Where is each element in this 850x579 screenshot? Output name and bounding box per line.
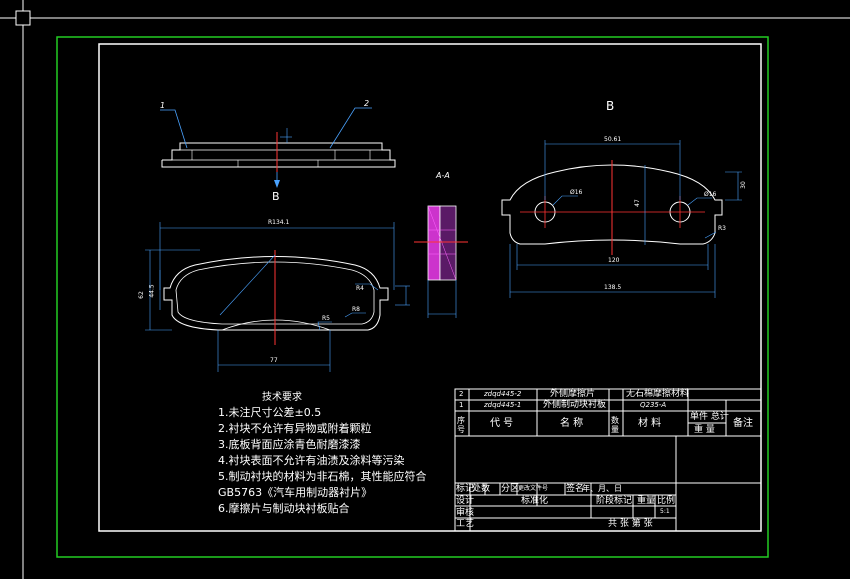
section-view	[414, 205, 468, 318]
dim-b-top-width: 50.61	[604, 136, 622, 143]
tb-review: 审核	[456, 508, 475, 518]
dim-b-right-height: 30	[739, 181, 747, 189]
tb-stage-mark: 阶段标记	[596, 496, 633, 506]
tech-item: 6.摩擦片与制动块衬板贴合	[218, 502, 350, 515]
tech-item: 4.衬块表面不允许有油渍及涂料等污染	[218, 454, 405, 467]
header-code: 代 号	[490, 418, 514, 429]
tb-date: 年、月、日	[582, 484, 622, 493]
tb-count: 处数	[472, 484, 491, 494]
tb-sheets: 共 张 第 张	[608, 519, 653, 529]
part-label-2: 2	[364, 99, 370, 108]
tb-mark: 标记	[456, 484, 475, 494]
dim-main-height: 62	[137, 291, 145, 299]
tb-signature: 签名	[566, 484, 585, 494]
parts-row-code: zdqd445-2	[484, 390, 522, 398]
header-qty: 数量	[611, 416, 619, 434]
tech-title: 技术要求	[262, 392, 302, 403]
tb-weight: 重量	[637, 496, 656, 506]
tb-scale: 比例	[657, 496, 676, 506]
header-weight-single-total: 单件 总计	[690, 412, 729, 422]
tb-design: 设计	[456, 496, 475, 506]
view-arrow-label: B	[272, 190, 280, 203]
dim-b-hole-left: Ø16	[570, 189, 583, 196]
inner-border	[98, 43, 762, 532]
tb-scale-value: 5:1	[660, 508, 670, 515]
dim-b-total-width: 138.5	[604, 284, 622, 291]
dim-radius-r4: R4	[356, 285, 364, 292]
tb-change-doc: 更改文件号	[518, 485, 549, 492]
parts-row-name: 外侧制动块衬板	[543, 400, 607, 410]
side-view	[160, 107, 396, 188]
tb-standard: 标准化	[521, 496, 549, 506]
view-b-title: B	[606, 99, 615, 113]
dim-b-bottom-width: 120	[608, 257, 620, 264]
dim-bottom-width: 77	[270, 357, 278, 364]
tb-zone: 分区	[501, 484, 520, 494]
tech-item: 1.未注尺寸公差±0.5	[218, 406, 322, 419]
dim-radius-r5: R5	[322, 315, 330, 322]
header-weight: 重 量	[694, 425, 715, 435]
dim-b-hole-right: Ø16	[704, 191, 717, 198]
header-material: 材 料	[638, 418, 662, 429]
parts-row-code: zdqd445-1	[484, 401, 522, 409]
tech-item: 5.制动衬块的材料为非石棉，其性能应符合	[218, 470, 427, 483]
parts-row-material: 无石棉摩擦材料	[626, 389, 690, 399]
header-remark: 备注	[733, 418, 753, 429]
header-idx: 序号	[457, 416, 465, 434]
parts-row-idx: 2	[459, 390, 464, 398]
tech-item: GB5763《汽车用制动器衬片》	[218, 486, 373, 499]
outer-border	[56, 36, 769, 558]
dim-b-right-small: R3	[718, 225, 726, 232]
dim-radius-r8: R8	[352, 306, 360, 313]
view-b	[501, 140, 742, 298]
tech-item: 2.衬块不允许有异物或附着颗粒	[218, 422, 372, 435]
header-name: 名 称	[560, 418, 584, 429]
parts-row-name: 外侧摩擦片	[550, 389, 596, 399]
parts-row-material: Q235-A	[640, 401, 667, 409]
dim-side-height: 44.5	[148, 284, 156, 298]
tb-process: 工艺	[456, 519, 475, 529]
parts-row-idx: 1	[459, 401, 464, 409]
front-view	[145, 222, 410, 372]
title-block-grid	[454, 388, 762, 532]
tech-item: 3.底板背面应涂青色耐磨漆漆	[218, 438, 361, 451]
section-title: A-A	[436, 171, 450, 180]
part-label-1: 1	[160, 101, 166, 110]
dim-main-width: R134.1	[268, 219, 290, 226]
dim-b-mid-height: 47	[633, 199, 641, 207]
